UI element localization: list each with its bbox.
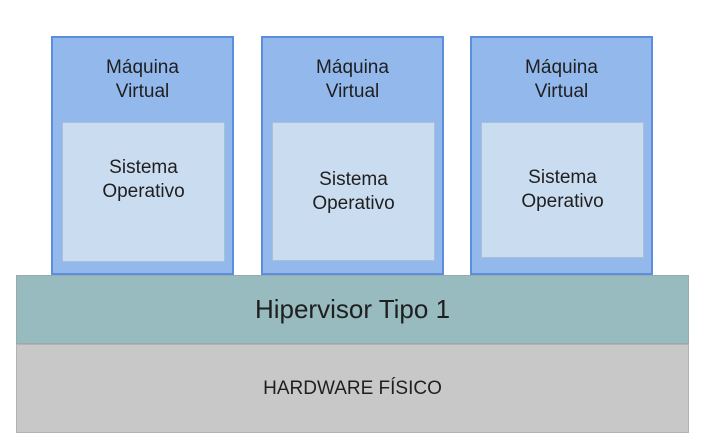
virtual-machine-label: Máquina Virtual [106,57,179,102]
virtual-machine-label: Máquina Virtual [525,57,598,102]
operating-system-box: Sistema Operativo [62,122,225,262]
virtual-machine-box: Máquina Virtual Sistema Operativo [470,36,653,275]
operating-system-box: Sistema Operativo [481,122,644,258]
operating-system-label: Sistema Operativo [102,157,185,202]
hardware-label: HARDWARE FÍSICO [263,377,442,399]
operating-system-label: Sistema Operativo [312,168,395,214]
virtual-machine-label: Máquina Virtual [316,57,389,102]
virtual-machine-box: Máquina Virtual Sistema Operativo [51,36,234,275]
operating-system-box: Sistema Operativo [272,122,435,261]
hypervisor-label: Hipervisor Tipo 1 [254,294,451,324]
hypervisor-layer: Hipervisor Tipo 1 [16,275,689,344]
physical-hardware-layer: HARDWARE FÍSICO [16,344,689,433]
operating-system-label: Sistema Operativo [521,167,604,212]
virtual-machine-box: Máquina Virtual Sistema Operativo [261,36,444,275]
